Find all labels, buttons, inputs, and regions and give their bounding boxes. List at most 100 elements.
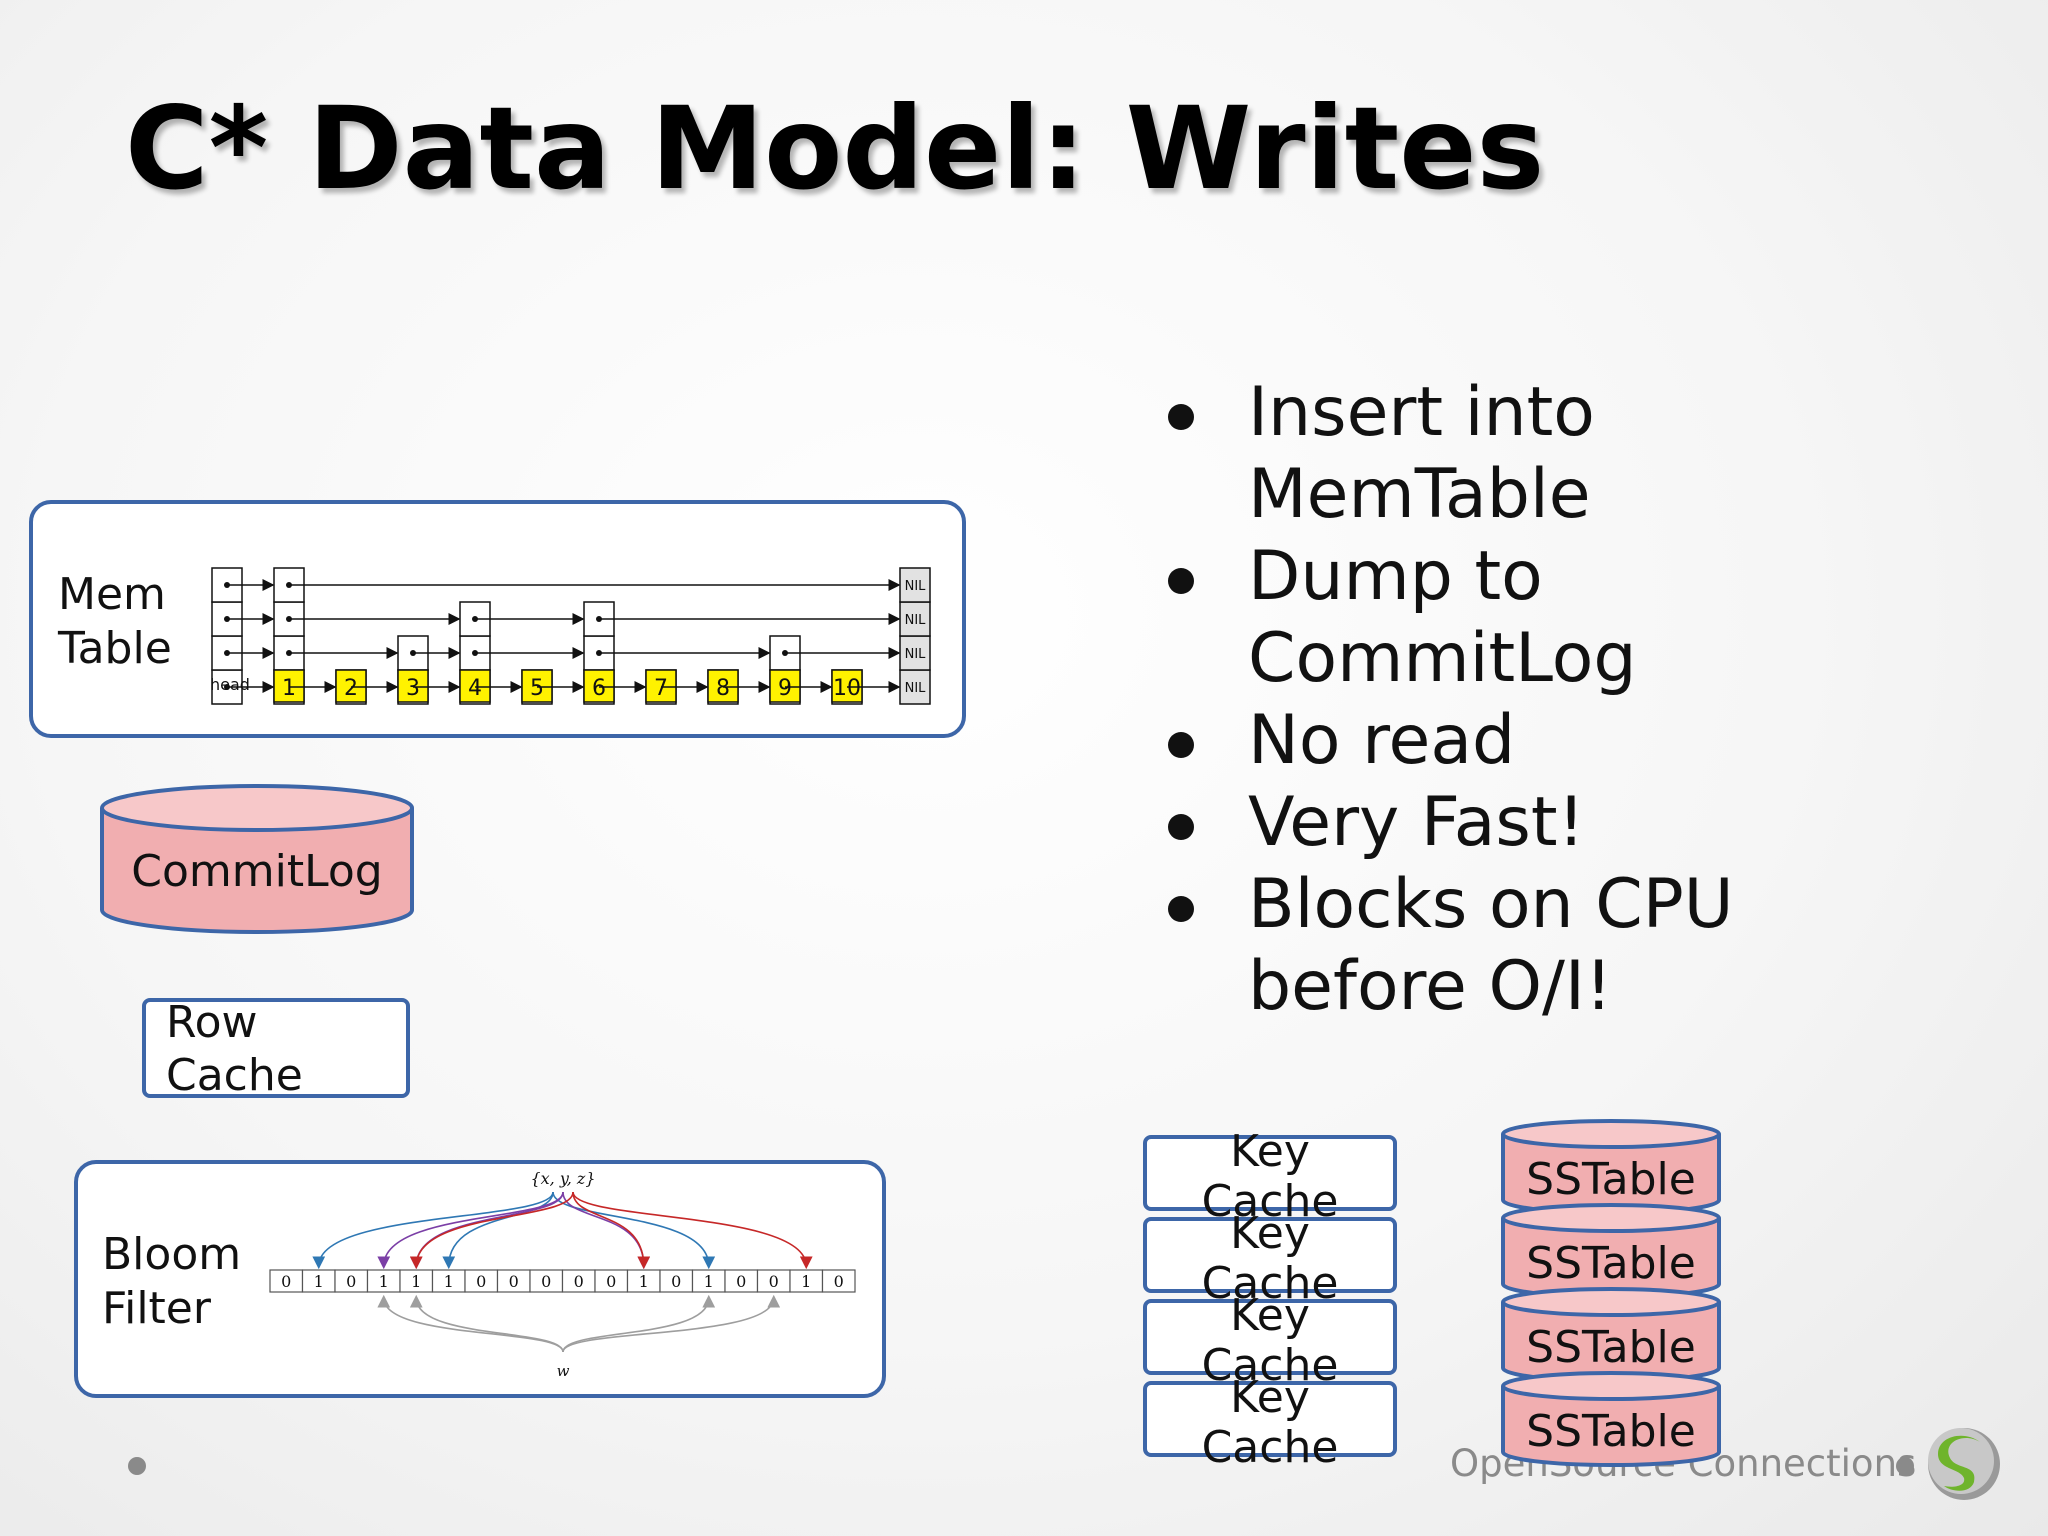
skip-list-nil-label: NIL <box>905 613 927 628</box>
bloom-bit-value: 0 <box>281 1272 291 1291</box>
sstable-stack: SSTable SSTable SSTable SSTable <box>1501 1119 1721 1467</box>
bullet-text: Blocks on CPU before O/I! <box>1248 865 1734 1026</box>
bloom-w-arrow <box>377 1294 564 1353</box>
bloom-bit-value: 0 <box>606 1272 616 1291</box>
bloom-w-arrow <box>409 1294 564 1353</box>
key-cache-box: Key Cache <box>1143 1291 1397 1391</box>
opensource-connections-logo-icon <box>1928 1428 2000 1500</box>
skip-list-key-label: 10 <box>833 676 861 701</box>
bloom-hash-arrow <box>377 1191 564 1270</box>
skip-list-nil-label: NIL <box>905 579 927 594</box>
memtable-label: Mem Table <box>58 568 172 676</box>
bloom-hash-arrow <box>572 1191 651 1270</box>
bloom-bit-value: 0 <box>671 1272 681 1291</box>
sstable-cylinder: SSTable <box>1501 1371 1721 1467</box>
bullet-text: No read <box>1248 701 1516 780</box>
skip-list-key-label: 8 <box>716 676 730 701</box>
bullet-list: Insert into MemTable Dump to CommitLog N… <box>1160 372 1734 1028</box>
key-cache-box: Key Cache <box>1143 1127 1397 1227</box>
bloom-bit-value: 0 <box>509 1272 519 1291</box>
bloom-bit-value: 1 <box>704 1272 714 1291</box>
memtable-label-line2: Table <box>58 623 172 674</box>
skip-list-key-label: 9 <box>778 676 792 701</box>
bloom-bit-value: 0 <box>834 1272 844 1291</box>
skip-list-head-label: head <box>210 675 250 694</box>
bloom-filter-label-line1: Bloom <box>102 1229 242 1280</box>
bloom-hash-arrow <box>409 1191 564 1270</box>
bloom-bit-value: 1 <box>801 1272 811 1291</box>
skip-list-key-label: 2 <box>344 676 358 701</box>
sstable-label: SSTable <box>1526 1238 1696 1289</box>
bloom-bit-cell <box>821 1269 856 1293</box>
bullet-text: Very Fast! <box>1248 783 1585 862</box>
sstable-label: SSTable <box>1526 1406 1696 1457</box>
key-cache-box: Key Cache <box>1143 1209 1397 1309</box>
skip-list-nil-label: NIL <box>905 681 927 696</box>
key-cache-line1: Key <box>1230 1208 1310 1259</box>
sstable-cylinder: SSTable <box>1501 1203 1721 1299</box>
bloom-bit-value: 1 <box>379 1272 389 1291</box>
bloom-w-arrow <box>562 1294 781 1353</box>
bullet-text: Dump to CommitLog <box>1248 537 1637 698</box>
bloom-hash-arrow <box>562 1191 651 1270</box>
bloom-set-label: {x, y, z} <box>530 1169 595 1188</box>
bloom-filter-label-line2: Filter <box>102 1283 211 1334</box>
bloom-bit-value: 1 <box>639 1272 649 1291</box>
bullet-item: Blocks on CPU before O/I! <box>1160 864 1734 1028</box>
skip-list-key-box <box>397 669 429 703</box>
bloom-w-label: w <box>557 1362 570 1380</box>
bloom-bit-value: 0 <box>476 1272 486 1291</box>
bloom-hash-arrow <box>442 1191 554 1270</box>
skip-list-key-label: 5 <box>530 676 544 701</box>
bloom-bit-value: 1 <box>314 1272 324 1291</box>
bullet-item: No read <box>1160 700 1734 782</box>
skip-list-diagram: head 1 2 3 4 5 6 7 8 9 10 NIL NIL NIL NIL <box>210 567 931 705</box>
bloom-filter-label: Bloom Filter <box>102 1228 241 1336</box>
memtable-label-line1: Mem <box>58 569 166 620</box>
key-cache-line1: Key <box>1230 1290 1310 1341</box>
key-cache-line2: Cache <box>1201 1422 1339 1473</box>
bloom-hash-arrow <box>572 1191 813 1270</box>
sstable-label: SSTable <box>1526 1154 1696 1205</box>
skip-list-key-label: 7 <box>654 676 668 701</box>
row-cache-label-line2: Cache <box>166 1050 303 1101</box>
row-cache-box <box>142 998 410 1098</box>
sstable-cylinder: SSTable <box>1501 1287 1721 1383</box>
bloom-bit-value: 0 <box>736 1272 746 1291</box>
bullet-text: Insert into MemTable <box>1248 373 1595 534</box>
skip-list-key-label: 6 <box>592 676 606 701</box>
row-cache-label-line1: Row <box>166 997 258 1048</box>
skip-list-key-label: 4 <box>468 676 482 701</box>
bloom-bit-value: 1 <box>411 1272 421 1291</box>
bullet-item: Insert into MemTable <box>1160 372 1734 536</box>
skip-list-key-label: 3 <box>406 676 420 701</box>
footer-dot-right <box>1896 1457 1914 1475</box>
bloom-bit-value: 1 <box>444 1272 454 1291</box>
skip-list-nil-label: NIL <box>905 647 927 662</box>
skip-list-key-box <box>645 669 677 703</box>
bloom-hash-arrow <box>552 1191 716 1270</box>
bloom-bit-value: 0 <box>574 1272 584 1291</box>
footer-dot-left <box>128 1457 146 1475</box>
skip-list-key-label: 1 <box>282 676 296 701</box>
bullet-dot-icon <box>1168 404 1194 430</box>
bullet-item: Dump to CommitLog <box>1160 536 1734 700</box>
bullet-dot-icon <box>1168 732 1194 758</box>
sstable-cylinder: SSTable <box>1501 1119 1721 1215</box>
bloom-w-arrow <box>562 1294 716 1353</box>
commitlog-cylinder: CommitLog <box>100 784 414 934</box>
commitlog-label: CommitLog <box>131 846 382 897</box>
bloom-hash-arrow <box>409 1191 574 1270</box>
key-cache-line1: Key <box>1230 1372 1310 1423</box>
skip-list-key-box <box>521 669 553 703</box>
bullet-dot-icon <box>1168 814 1194 840</box>
skip-list-key-box <box>335 669 367 703</box>
skip-list-key-box <box>707 669 739 703</box>
bullet-item: Very Fast! <box>1160 782 1734 864</box>
slide-title: C* Data Model: Writes <box>125 82 1545 215</box>
key-cache-box: Key Cache <box>1143 1373 1397 1473</box>
skip-list-nil-cell <box>899 669 931 705</box>
skip-list-nil-cell <box>899 567 931 603</box>
sstable-label: SSTable <box>1526 1322 1696 1373</box>
bloom-bit-value: 0 <box>541 1272 551 1291</box>
